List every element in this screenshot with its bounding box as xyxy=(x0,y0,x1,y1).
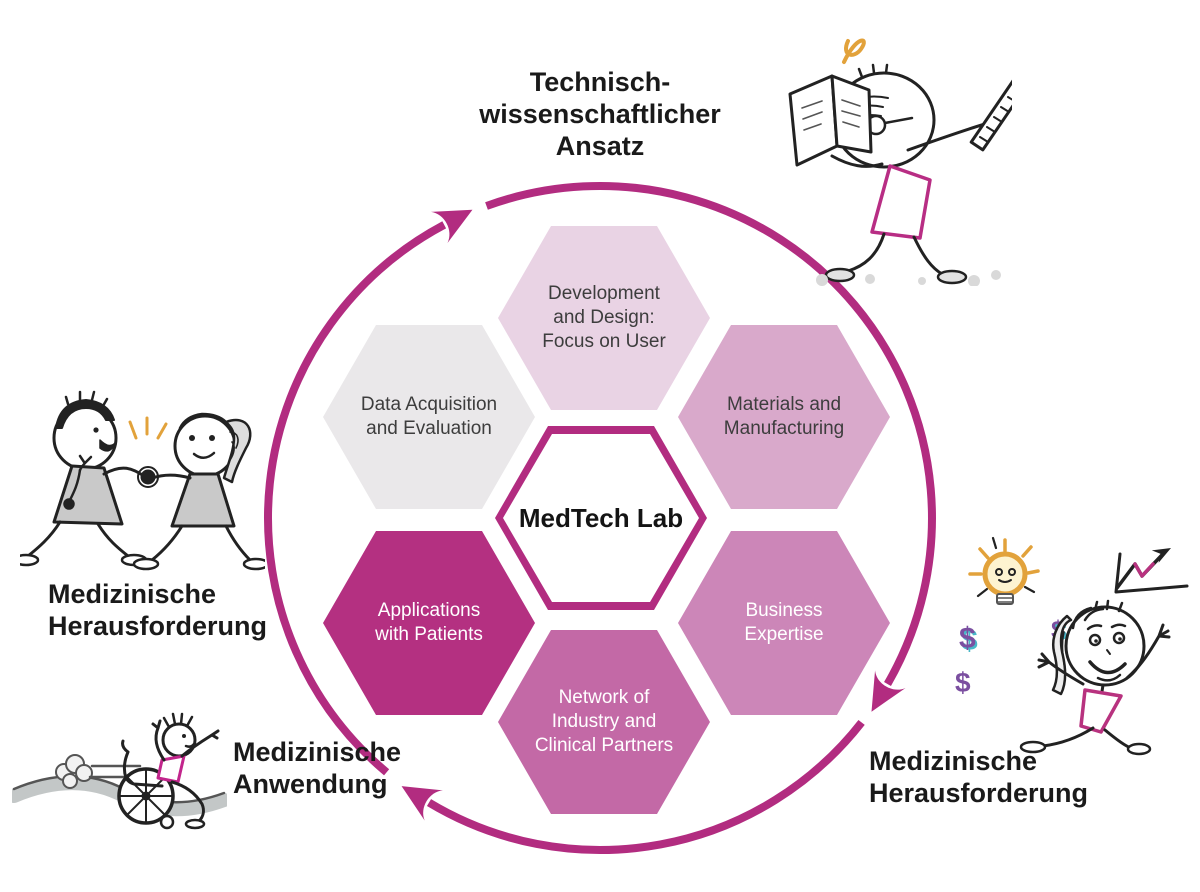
doctor-smile xyxy=(99,439,117,452)
left-arm xyxy=(830,154,884,168)
arm-to-chart xyxy=(1125,623,1171,680)
ruler-icon xyxy=(969,79,1012,152)
hexagon-business-expertise: Business Expertise xyxy=(678,531,890,715)
patient-head xyxy=(173,414,237,478)
spark-icon xyxy=(128,416,168,440)
hexagon-data-acquisition: Data Acquisition and Evaluation xyxy=(323,325,535,509)
label-technical-scientific-approach: Technisch- wissenschaftlicher Ansatz xyxy=(479,67,721,161)
rider-shirt xyxy=(156,754,186,784)
spring-squiggle-icon xyxy=(842,38,866,64)
hexagon-materials-manufacturing: Materials and Manufacturing xyxy=(678,325,890,509)
hexagon-development-design: Development and Design: Focus on User xyxy=(498,226,710,410)
patient-body xyxy=(170,472,236,528)
label-medical-challenge-right: Medizinische Herausforderung xyxy=(869,746,1089,808)
hexagon-network-partners: Network of Industry and Clinical Partner… xyxy=(498,630,710,814)
rider-arm-right xyxy=(180,729,220,758)
rider-arm-left xyxy=(151,719,166,762)
chair-back xyxy=(121,739,164,788)
handshake-figures xyxy=(20,390,265,571)
back-leg xyxy=(846,232,886,273)
idea-woman-figure: $ $ $ $ $ xyxy=(955,536,1189,756)
svg-text:$: $ xyxy=(955,667,971,698)
label-medical-challenge-left: Medizinische Herausforderung xyxy=(48,579,268,641)
svg-text:$: $ xyxy=(959,622,976,655)
shirt xyxy=(870,164,932,240)
stethoscope-icon xyxy=(63,454,93,510)
front-leg xyxy=(912,235,944,276)
woman-dress xyxy=(1079,688,1123,734)
open-book-icon xyxy=(788,74,873,167)
label-medical-application: Medizinische Anwendung xyxy=(233,737,402,799)
growth-chart-icon xyxy=(1114,548,1189,594)
wheelchair-figure xyxy=(12,712,227,830)
shoe xyxy=(936,269,968,285)
rider-leg xyxy=(170,780,205,823)
right-arm xyxy=(906,122,987,152)
svg-text:$: $ xyxy=(961,624,978,657)
dust-puffs xyxy=(816,270,1001,286)
hexagon-applications-patients: Applications with Patients xyxy=(323,531,535,715)
handshake-hands xyxy=(140,469,156,485)
doctor-arm xyxy=(102,466,146,478)
woman-smile xyxy=(1088,660,1127,675)
doctor-hair xyxy=(55,399,115,429)
dollar-signs: $ $ $ $ $ xyxy=(955,616,1067,698)
doctor-body xyxy=(52,464,124,526)
hexagon-medtech-lab: MedTech Lab xyxy=(495,426,707,610)
caster-wheel xyxy=(159,814,175,830)
shoe xyxy=(824,267,856,283)
woman-ponytail xyxy=(1051,614,1073,696)
lightbulb-icon xyxy=(968,536,1040,605)
arm-to-bulb xyxy=(1037,652,1085,686)
medtech-lab-title: MedTech Lab xyxy=(503,434,699,602)
person-reading-book-figure xyxy=(788,38,1012,286)
